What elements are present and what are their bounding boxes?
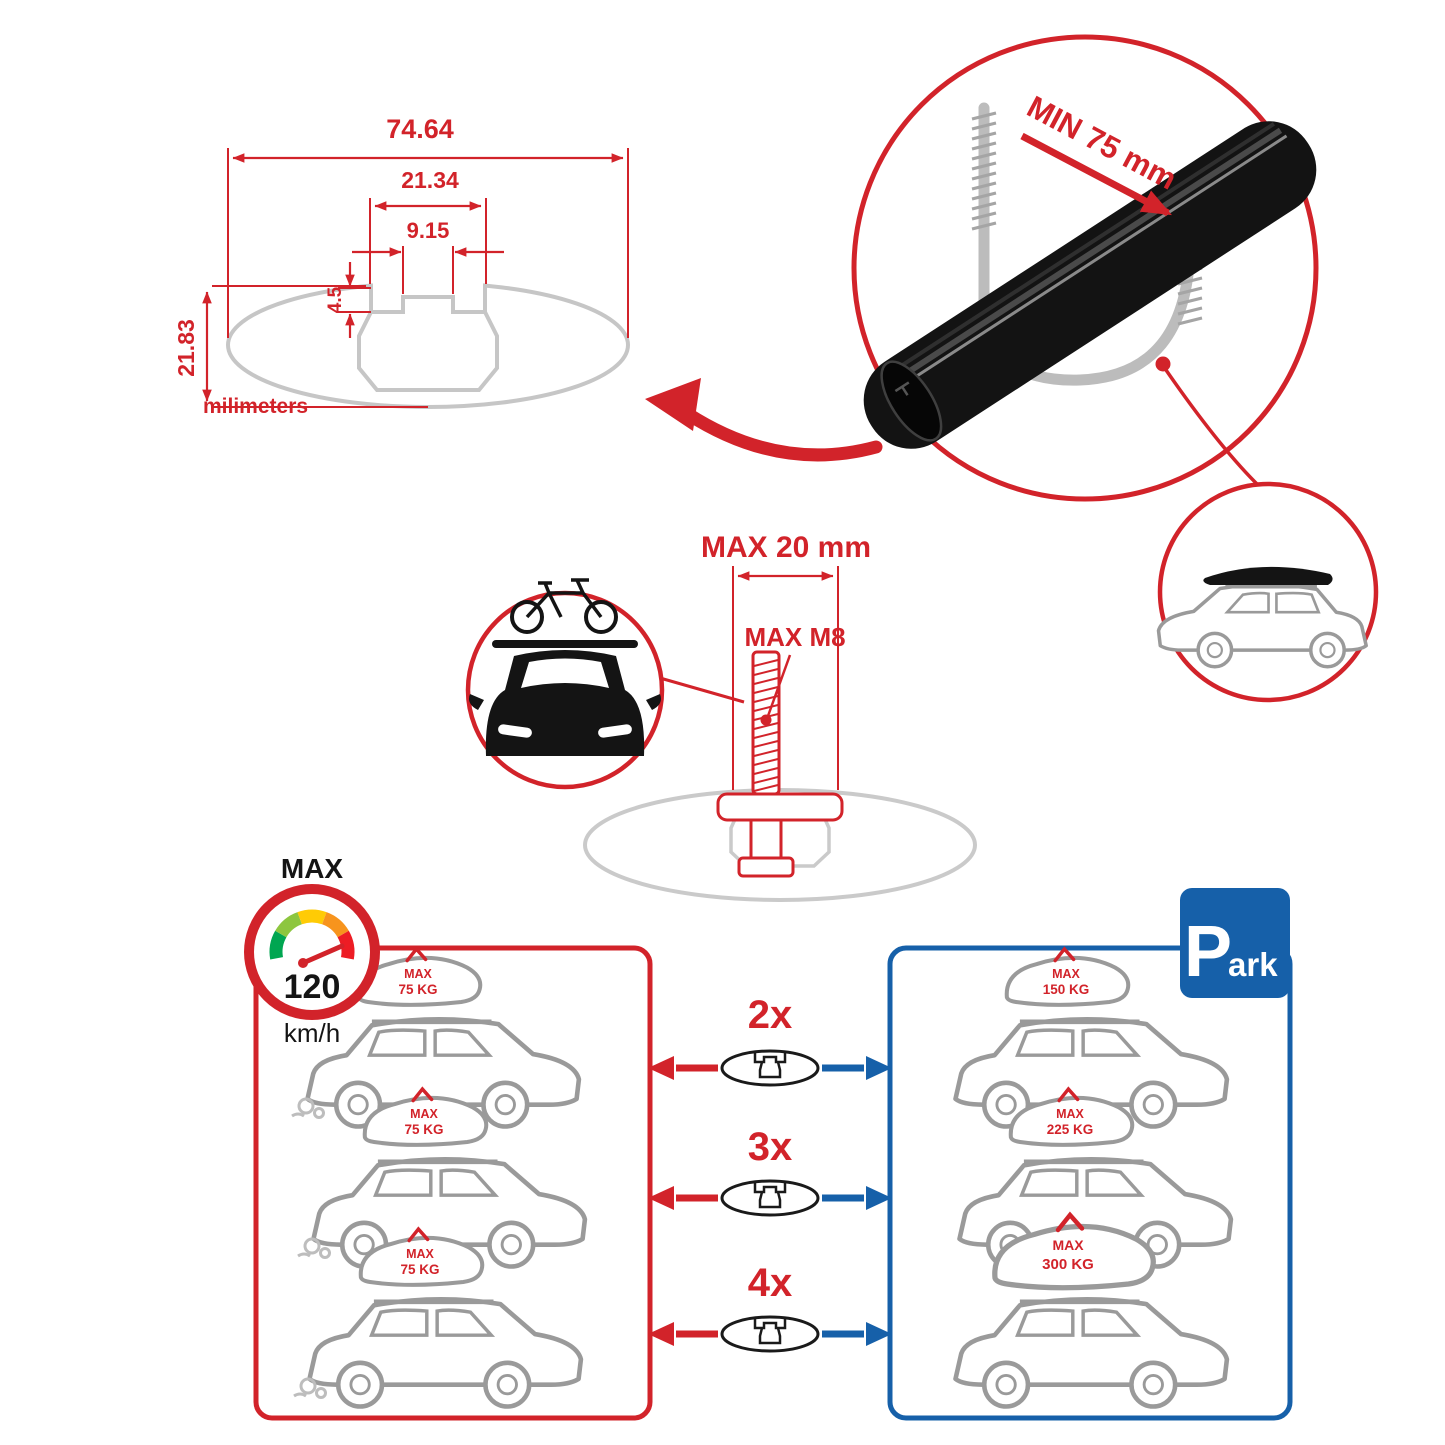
profile-icon-3 — [720, 1315, 820, 1353]
cargo-label-weight: 150 KG — [1043, 982, 1090, 997]
dimension-drawing: 74.64 21.34 9.15 4.5 2 — [173, 114, 630, 418]
driving-car-1: MAX 75 KG — [290, 949, 579, 1126]
gauge-needle — [300, 943, 345, 966]
bolt-flange — [716, 792, 844, 822]
profile-icon-1 — [720, 1049, 820, 1087]
arrowhead — [645, 378, 701, 431]
connector-line-bolt — [659, 676, 745, 704]
driving-car-2: MAX 75 KG — [296, 1089, 585, 1266]
dim-total-width-label: 74.64 — [386, 114, 454, 144]
bike-icon — [510, 578, 618, 634]
suv-circle — [1156, 481, 1379, 703]
crossbar-detail-circle: MIN 75 mm — [851, 34, 1319, 502]
dim-step — [338, 262, 371, 338]
connector-line-suv — [1164, 369, 1262, 489]
mirror-right — [646, 694, 661, 710]
bolt-max-length-label: MAX 20 mm — [701, 531, 871, 564]
dim-total-height-label: 21.83 — [173, 319, 199, 377]
crossbar-3d — [863, 121, 1317, 449]
cargo-label-weight: 75 KG — [404, 1122, 443, 1137]
parking-car-2: MAX 225 KG — [960, 1089, 1231, 1266]
bolt-threads — [753, 659, 779, 792]
cargo-label-max: MAX — [406, 1247, 434, 1261]
cargo-label-weight: 225 KG — [1047, 1122, 1094, 1137]
speedometer-ring — [244, 884, 380, 1020]
profile-channel — [369, 286, 487, 314]
dim-channel-inner — [352, 246, 504, 294]
mirror-left — [469, 694, 484, 710]
cargo-label-max: MAX — [1052, 967, 1080, 981]
windshield — [521, 658, 609, 688]
profile-pedestal — [357, 311, 499, 392]
parking-car-3: MAX 300 KG — [956, 1215, 1227, 1407]
multiplier-label-1: 2x — [748, 993, 793, 1037]
speed-gauge — [269, 909, 355, 960]
u-bolt-threads-left — [971, 111, 997, 231]
dim-bolt-length — [732, 566, 839, 790]
bolt-t-head — [737, 856, 795, 878]
profile-icon-2 — [720, 1179, 820, 1217]
clamp-point-dot — [1155, 356, 1171, 372]
dim-channel-outer — [369, 198, 487, 284]
multiplier-row-1: 2x — [648, 993, 892, 1087]
multiplier-label-3: 4x — [748, 1261, 793, 1305]
bolt-max-size-label: MAX M8 — [744, 622, 845, 652]
cargo-label-max: MAX — [404, 967, 432, 981]
car-front-icon — [469, 640, 661, 756]
driving-car-3: MAX 75 KG — [292, 1229, 581, 1406]
speedometer: MAX 120 km/h — [244, 853, 380, 1048]
units-label: milimeters — [203, 395, 308, 418]
headlight-left — [498, 724, 532, 738]
roof-box — [1203, 566, 1333, 585]
dim-channel-outer-label: 21.34 — [401, 167, 459, 193]
park-sign-p: P — [1184, 912, 1232, 992]
speed-value: 120 — [284, 968, 341, 1006]
min-clamp-arrow — [1020, 132, 1172, 217]
dim-channel-inner-label: 9.15 — [407, 218, 450, 243]
headlight-right — [598, 724, 632, 738]
driving-cars: MAX 75 KG MAX 75 KG MAX 75 KG — [290, 949, 585, 1406]
bolt-leader-line — [766, 654, 792, 717]
parking-cars: MAX 150 KG MAX 225 KG MAX 300 KG — [956, 949, 1231, 1406]
cargo-label-weight: 75 KG — [398, 982, 437, 997]
dim-total-height — [202, 285, 428, 408]
cargo-label-weight: 75 KG — [400, 1262, 439, 1277]
parking-car-1: MAX 150 KG — [956, 949, 1227, 1126]
park-sign-square — [1180, 888, 1290, 998]
park-sign-suffix: ark — [1228, 946, 1278, 983]
cargo-label-max: MAX — [1056, 1107, 1084, 1121]
detail-pointer-arrow — [645, 378, 883, 462]
cargo-label-max: MAX — [1052, 1237, 1084, 1253]
cargo-label-weight: 300 KG — [1042, 1256, 1094, 1273]
cargo-label-max: MAX — [410, 1107, 438, 1121]
dim-step-label: 4.5 — [325, 286, 346, 313]
bolt-spec: MAX 20 mm MAX M8 — [583, 531, 977, 902]
crossbar-end-cap — [880, 360, 943, 442]
multiplier-rows: 2x 3x 4x — [648, 993, 892, 1353]
multiplier-label-2: 3x — [748, 1125, 793, 1169]
gauge-pivot — [298, 958, 308, 968]
speed-max-label: MAX — [281, 853, 344, 884]
profile-mask — [373, 276, 483, 290]
bolt-diagram — [716, 650, 844, 878]
multiplier-row-3: 4x — [648, 1261, 892, 1353]
multiplier-row-2: 3x — [648, 1125, 892, 1217]
bolt-neck — [749, 818, 783, 862]
speed-unit: km/h — [284, 1018, 340, 1048]
dim-total-width — [227, 148, 629, 338]
roof-rack-bar — [492, 640, 638, 648]
bolt-leader-dot — [760, 714, 772, 726]
park-sign: P ark — [1180, 888, 1290, 998]
bike-car-circle — [465, 578, 745, 790]
